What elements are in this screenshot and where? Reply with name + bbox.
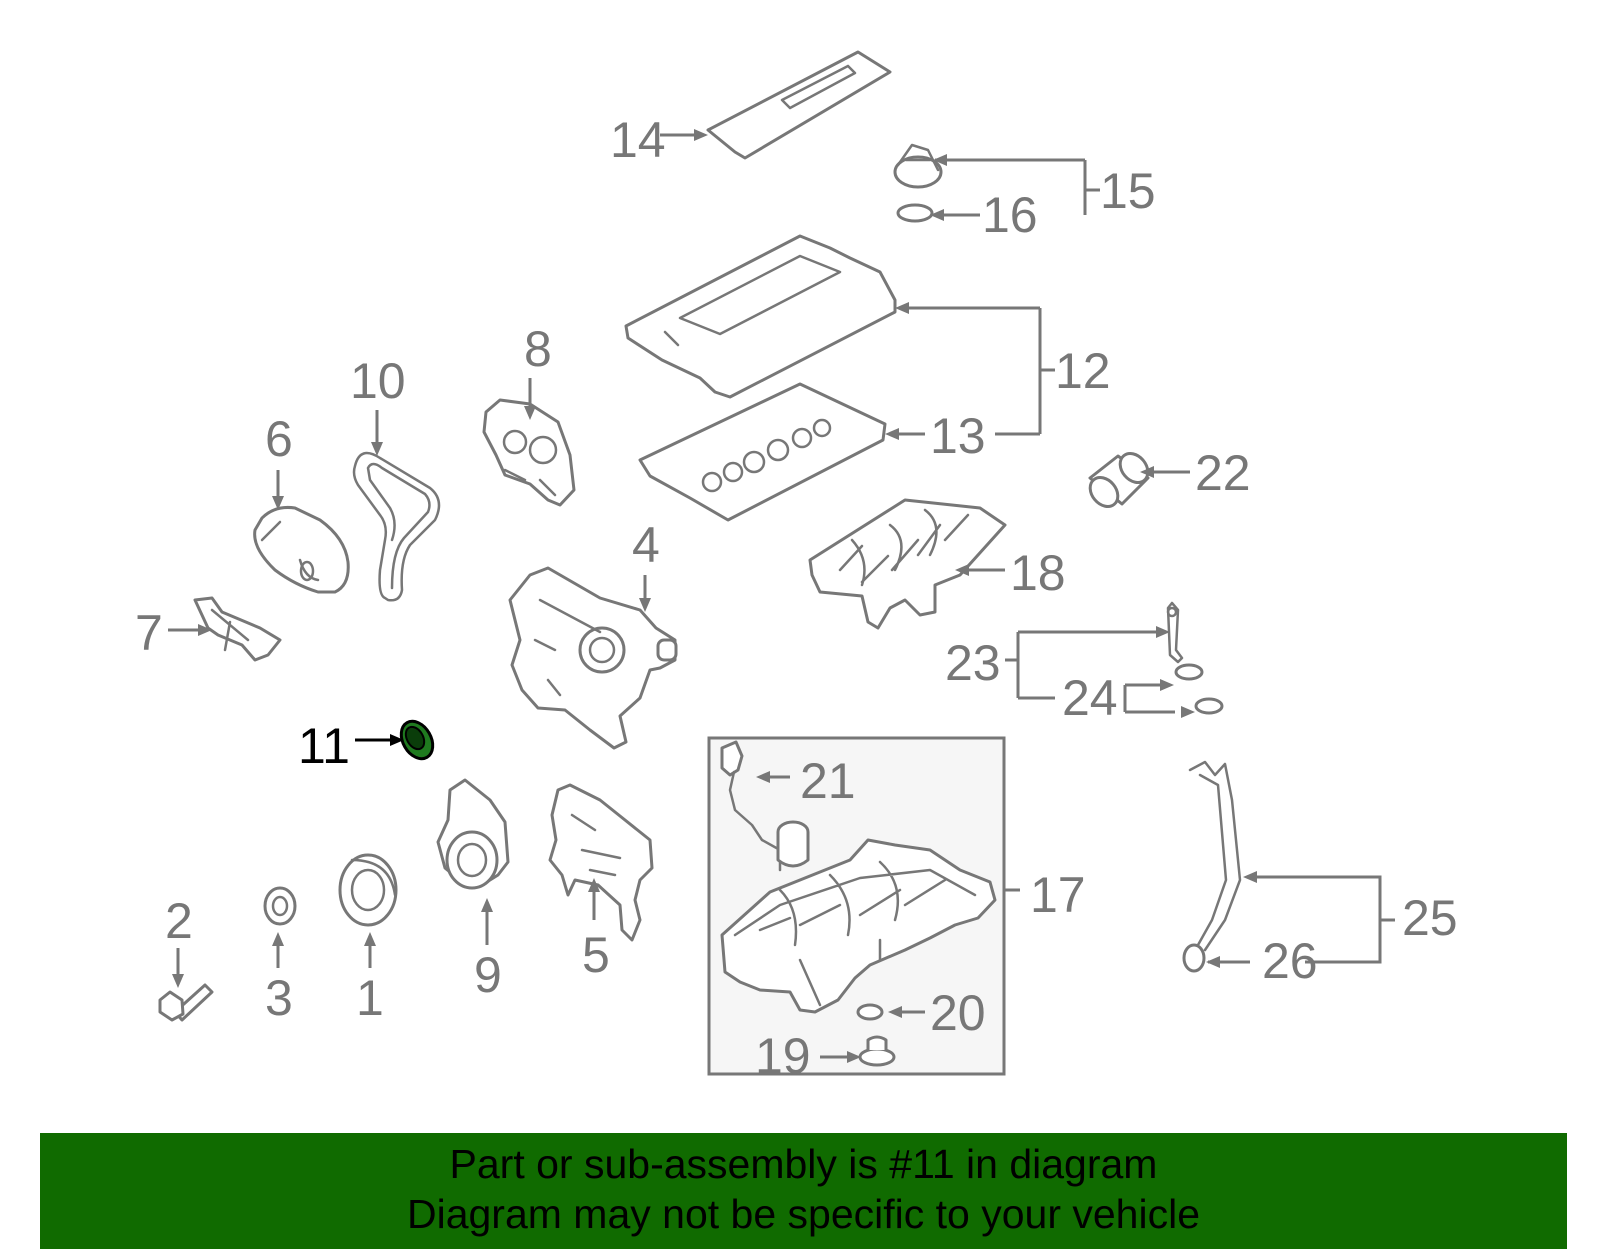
callout-17: 17 — [1030, 867, 1086, 923]
part-7-belt-guide[interactable] — [193, 596, 282, 662]
banner-line-part-number: Part or sub-assembly is #11 in diagram — [449, 1141, 1158, 1187]
part-5-rear-timing-plate[interactable] — [548, 783, 654, 942]
callout-10: 10 — [350, 353, 406, 409]
callout-8: 8 — [524, 321, 552, 377]
info-banner: Part or sub-assembly is #11 in diagram D… — [40, 1133, 1567, 1249]
part-11-seal-highlighted[interactable] — [395, 716, 439, 765]
part-10-timing-belt[interactable] — [352, 451, 441, 602]
callout-23: 23 — [945, 635, 1001, 691]
callout-2: 2 — [165, 893, 193, 949]
leader-11-highlighted — [355, 734, 404, 746]
callout-15: 15 — [1100, 163, 1156, 219]
part-26-o-ring[interactable] — [1182, 943, 1206, 973]
leader-lines — [168, 129, 1395, 1063]
part-20-drain-plug-gasket[interactable] — [856, 1003, 884, 1021]
part-2-bolt[interactable] — [158, 983, 214, 1022]
part-12-valve-cover[interactable] — [624, 234, 897, 399]
part-4-front-cover[interactable] — [508, 566, 678, 750]
parts-diagram: 14 15 16 12 13 8 10 6 22 4 18 7 23 24 11… — [135, 50, 1458, 1084]
callout-12: 12 — [1055, 343, 1111, 399]
banner-line-disclaimer: Diagram may not be specific to your vehi… — [406, 1191, 1200, 1237]
part-8-timing-cover-upper[interactable] — [482, 398, 576, 507]
part-1-crankshaft-pulley[interactable] — [338, 853, 398, 927]
part-15-oil-filler-cap[interactable] — [893, 143, 943, 189]
callout-25: 25 — [1402, 890, 1458, 946]
callout-18: 18 — [1010, 545, 1066, 601]
part-17-oil-pan[interactable] — [720, 838, 997, 1014]
part-13-valve-cover-gasket[interactable] — [638, 382, 887, 522]
callout-11-highlighted: 11 — [298, 718, 350, 774]
callout-4: 4 — [632, 517, 660, 573]
callout-3: 3 — [265, 970, 293, 1026]
callout-24: 24 — [1062, 670, 1118, 726]
part-3-washer[interactable] — [263, 886, 297, 926]
part-22-oil-filter[interactable] — [1085, 448, 1154, 512]
callout-1: 1 — [356, 970, 384, 1026]
part-25-dipstick-tube[interactable] — [1188, 760, 1242, 952]
callout-9: 9 — [474, 947, 502, 1003]
part-14-engine-cover[interactable] — [706, 50, 892, 160]
callout-5: 5 — [582, 927, 610, 983]
callout-20: 20 — [930, 985, 986, 1041]
part-9-oil-pump[interactable] — [436, 778, 510, 890]
callout-7: 7 — [135, 605, 163, 661]
part-24-o-rings[interactable] — [1174, 663, 1224, 715]
callout-22: 22 — [1195, 445, 1251, 501]
part-21-sensor-harness[interactable] — [720, 740, 810, 872]
callout-13: 13 — [930, 408, 986, 464]
callout-21: 21 — [800, 753, 856, 809]
part-23-oil-level-sensor[interactable] — [1166, 601, 1184, 664]
part-18-oil-pan-baffle[interactable] — [808, 498, 1007, 630]
callout-19: 19 — [755, 1028, 811, 1084]
part-6-timing-cover-front[interactable] — [253, 506, 350, 594]
callout-6: 6 — [265, 411, 293, 467]
part-16-o-ring[interactable] — [896, 203, 934, 223]
callout-16: 16 — [982, 187, 1038, 243]
callout-14: 14 — [610, 112, 666, 168]
callout-26: 26 — [1262, 933, 1318, 989]
